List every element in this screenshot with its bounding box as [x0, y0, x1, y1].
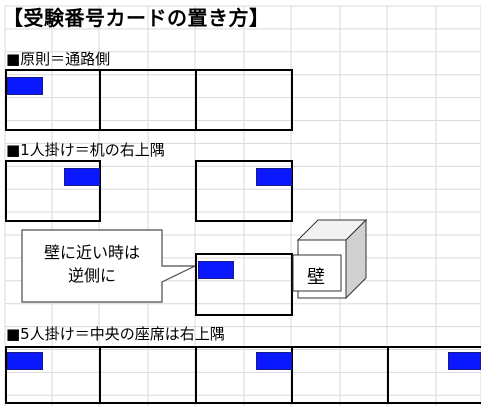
- desk-wall-side: [195, 253, 293, 316]
- wall-label: 壁: [307, 267, 325, 288]
- desk-five-2: [99, 346, 197, 404]
- number-card-single-2: [256, 168, 292, 186]
- diagram-title: 【受験番号カードの置き方】: [3, 6, 270, 30]
- number-card-single-1: [64, 168, 100, 186]
- desk-five-5: [387, 346, 481, 404]
- number-card-five-1: [7, 352, 43, 370]
- number-card-principle: [7, 77, 43, 95]
- desk-principle-3: [195, 69, 293, 131]
- desk-single-1: [5, 160, 101, 222]
- callout-line-2: 逆側に: [67, 266, 116, 285]
- desk-single-2: [195, 160, 293, 222]
- section-heading-single: ■1人掛け＝机の右上隅: [6, 141, 165, 159]
- number-card-five-5: [448, 352, 481, 370]
- section-heading-five: ■5人掛け＝中央の座席は右上隅: [6, 325, 225, 343]
- number-card-wall-side: [198, 261, 234, 279]
- section-heading-principle: ■原則＝通路側: [6, 50, 111, 68]
- desk-five-4: [291, 346, 389, 404]
- callout-line-1: 壁に近い時は: [43, 243, 140, 262]
- number-card-five-3: [256, 352, 292, 370]
